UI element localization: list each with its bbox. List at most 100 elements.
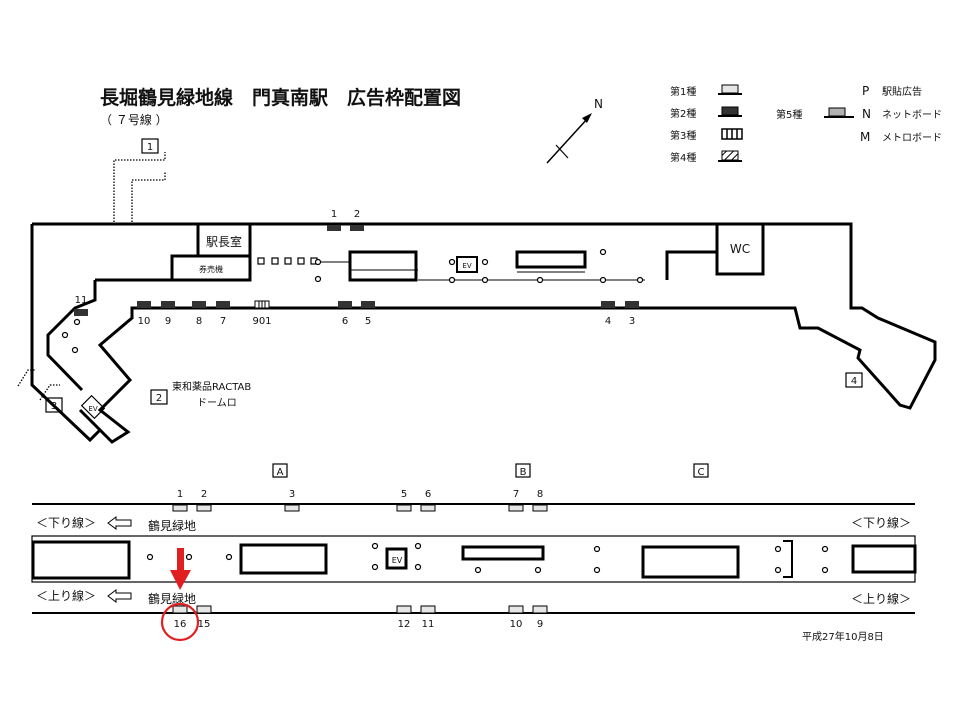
pillar (185, 553, 193, 561)
exit-2-name-line2: ドームロ (197, 397, 237, 409)
pillar (821, 566, 829, 574)
ad-number: 12 (398, 619, 411, 630)
ad-slot-type2 (350, 225, 364, 231)
svg-text:2: 2 (156, 393, 162, 404)
ev-label-concourse: EV (462, 262, 471, 270)
ad-number: 6 (425, 489, 431, 500)
legend-type4-swatch (721, 150, 739, 161)
legend-type4-label: 第4種 (670, 151, 696, 164)
exit-4-marker (845, 372, 863, 388)
exit-1-label: 1 (147, 142, 153, 153)
ad-number: 8 (537, 489, 543, 500)
ad-slot-type2 (327, 225, 341, 231)
ad-number: 9 (537, 619, 543, 630)
date-label: 平成27年10月8日 (802, 630, 884, 643)
ad-slot-type1 (196, 605, 212, 614)
platform-stairs-b (461, 545, 545, 561)
legend-type5-swatch (828, 107, 846, 117)
destination-up: 鶴見緑地 (148, 591, 196, 606)
pillar (314, 258, 322, 266)
ad-slot-type2 (74, 309, 88, 316)
ad-slot-type1 (284, 504, 300, 512)
svg-text:メトロボード: メトロボード (882, 132, 942, 144)
ad-slot-type1 (532, 504, 548, 512)
pillar (774, 566, 782, 574)
pillar (774, 545, 782, 553)
legend-type5-label: 第5種 (776, 108, 802, 121)
pillar (821, 545, 829, 553)
stairs-3 (665, 224, 719, 280)
pillar (314, 275, 322, 283)
ad-number: 1 (177, 489, 183, 500)
ad-slot-type1 (508, 605, 524, 614)
north-arrow-icon: N (546, 97, 603, 164)
down-line-label-right: ＜下り線＞ (851, 515, 911, 530)
wc-label: WC (730, 242, 750, 256)
section-label: A (277, 467, 284, 478)
ad-number: 16 (174, 619, 187, 630)
pillar (599, 276, 607, 284)
stairs-1 (348, 250, 418, 282)
pillar (73, 318, 81, 326)
highlight-circle (160, 602, 200, 642)
ad-slot-type2 (137, 301, 151, 308)
ad-number: 7 (513, 489, 519, 500)
ad-slot-type2 (161, 301, 175, 308)
ad-slot-type1 (508, 504, 524, 512)
svg-text:3: 3 (51, 401, 57, 412)
ad-number: 3 (629, 316, 635, 327)
pillar (534, 566, 542, 574)
platform-stairs-a (239, 543, 328, 575)
ad-number: 2 (201, 489, 207, 500)
pillar (593, 545, 601, 553)
legend: 第1種 第2種 第3種 第4種 第5種 P 駅貼広告 N ネットボード M メト… (670, 84, 942, 164)
pillar (371, 542, 379, 550)
ad-slot-type1 (396, 605, 412, 614)
ad-number: 15 (198, 619, 211, 630)
up-line-label-left: ＜上り線＞ (36, 588, 96, 603)
elevator-platform (385, 547, 408, 570)
legend-type3-swatch (721, 128, 743, 140)
ad-number: 9 (165, 316, 171, 327)
pillar (481, 276, 489, 284)
wc-room (715, 222, 765, 276)
ad-slot-type2 (625, 301, 639, 308)
legend-type1-swatch (721, 84, 739, 94)
ad-number: 7 (220, 316, 226, 327)
line-subtitle: （ ７号線 ） (100, 112, 168, 127)
ad-slot-type2 (338, 301, 352, 308)
ad-number: 10 (138, 316, 151, 327)
destination-down: 鶴見緑地 (148, 518, 196, 533)
svg-text:M: M (860, 130, 870, 144)
pillar (225, 553, 233, 561)
exit-2-name: 東和薬品RACTAB (172, 380, 251, 393)
ad-number: 2 (354, 209, 360, 220)
pillar (636, 276, 644, 284)
ad-slot-type2 (601, 301, 615, 308)
ad-number: 11 (75, 295, 88, 306)
pillar (536, 276, 544, 284)
pillar (448, 276, 456, 284)
pillar (481, 258, 489, 266)
ticket-gates (257, 257, 350, 265)
pillar (448, 258, 456, 266)
north-label: N (594, 97, 603, 111)
pillar (414, 542, 422, 550)
svg-text:4: 4 (851, 376, 857, 387)
svg-text:ネットボード: ネットボード (882, 109, 942, 121)
pillar (61, 331, 69, 339)
ad-slot-type2 (192, 301, 206, 308)
ticket-machine-label: 券売機 (199, 264, 223, 274)
pillar (146, 553, 154, 561)
ad-number: 4 (605, 316, 611, 327)
ad-number: 1 (331, 209, 337, 220)
legend-type2-swatch (721, 106, 739, 116)
exit-3-marker (45, 397, 63, 413)
page-title: 長堀鶴見緑地線 門真南駅 広告枠配置図 (100, 86, 461, 109)
pillar (474, 566, 482, 574)
ad-slot-type2 (361, 301, 375, 308)
ad-slot-type1 (196, 504, 212, 512)
section-marker (693, 463, 709, 478)
